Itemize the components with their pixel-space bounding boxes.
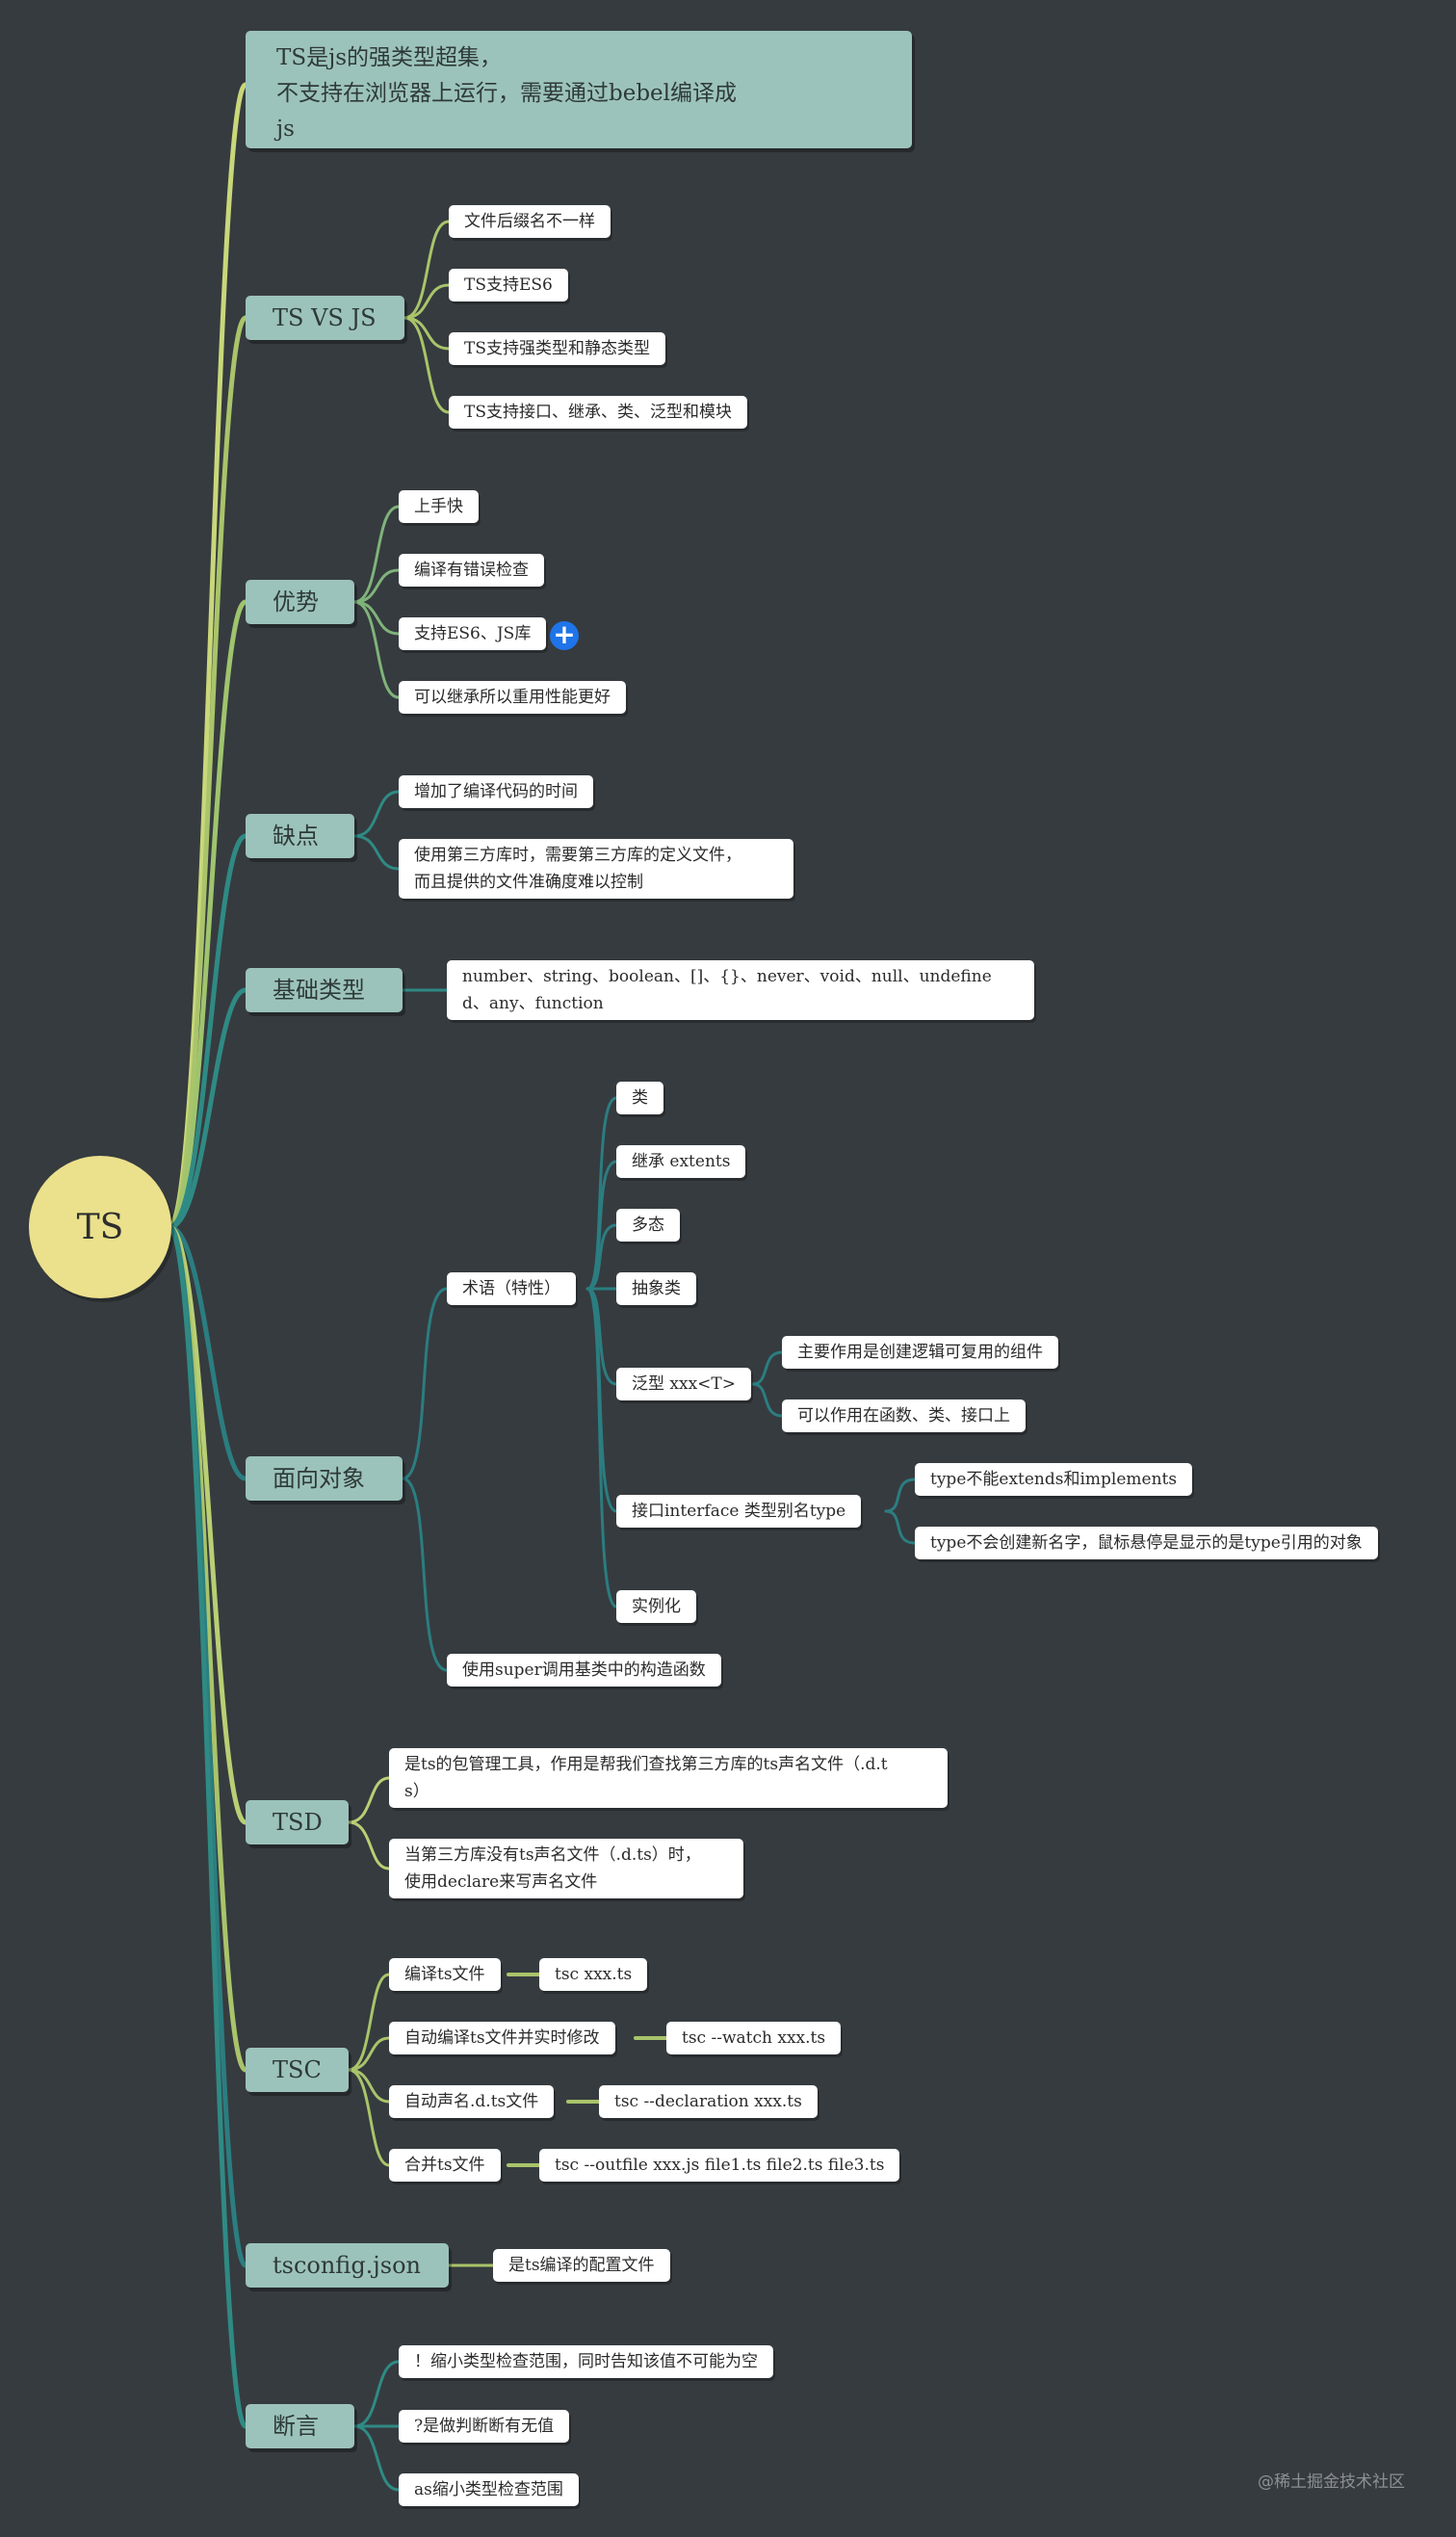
leaf-tsc-cmd[interactable]: tsc --declaration xxx.ts: [599, 2085, 818, 2118]
leaf-tsc-task[interactable]: 自动声名.d.ts文件: [389, 2085, 555, 2118]
leaf-line: 当第三方库没有ts声名文件（.d.ts）时，: [404, 1845, 701, 1865]
leaf-optional-check[interactable]: ?是做判断断有无值: [399, 2410, 570, 2443]
leaf-type-no-new-name[interactable]: type不会创建新名字，鼠标悬停是显示的是type引用的对象: [915, 1527, 1378, 1559]
topic-advantages[interactable]: 优势: [246, 580, 354, 624]
leaf-instantiation[interactable]: 实例化: [616, 1590, 696, 1623]
leaf-tsc-task[interactable]: 合并ts文件: [389, 2149, 501, 2182]
leaf-terms[interactable]: 术语（特性）: [447, 1272, 576, 1305]
leaf-line: 是ts的包管理工具，作用是帮我们查找第三方库的ts声名文件（.d.t: [404, 1755, 888, 1774]
leaf-generics[interactable]: 泛型 xxx<T>: [616, 1368, 751, 1400]
leaf-line: 而且提供的文件准确度难以控制: [414, 873, 643, 892]
leaf-line: s）: [404, 1782, 429, 1801]
leaf-tsc-cmd[interactable]: tsc --watch xxx.ts: [666, 2022, 842, 2054]
leaf-tsconfig-desc[interactable]: 是ts编译的配置文件: [493, 2249, 670, 2282]
leaf-error-check[interactable]: 编译有错误检查: [399, 554, 544, 587]
intro-line: TS是js的强类型超集，: [276, 45, 503, 70]
topic-disadvantages[interactable]: 缺点: [246, 814, 354, 858]
watermark: @稀土掘金技术社区: [1258, 2472, 1405, 2492]
leaf-tsc-cmd[interactable]: tsc --outfile xxx.js file1.ts file2.ts f…: [539, 2149, 900, 2182]
leaf-as-assertion[interactable]: as缩小类型检查范围: [399, 2473, 579, 2506]
topic-tsd[interactable]: TSD: [246, 1800, 349, 1844]
leaf-es6[interactable]: TS支持ES6: [449, 269, 568, 301]
leaf-reusability[interactable]: 可以继承所以重用性能更好: [399, 681, 626, 714]
intro-line: js: [276, 117, 295, 142]
topic-oop[interactable]: 面向对象: [246, 1456, 403, 1501]
leaf-tsc-cmd[interactable]: tsc xxx.ts: [539, 1958, 648, 1991]
topic-tsconfig[interactable]: tsconfig.json: [246, 2243, 449, 2288]
leaf-generics-scope[interactable]: 可以作用在函数、类、接口上: [782, 1399, 1026, 1432]
leaf-type-no-extends[interactable]: type不能extends和implements: [915, 1463, 1193, 1496]
leaf-super[interactable]: 使用super调用基类中的构造函数: [447, 1654, 721, 1687]
intro-topic[interactable]: TS是js的强类型超集， 不支持在浏览器上运行，需要通过bebel编译成 js: [246, 31, 912, 148]
leaf-tsc-task[interactable]: 自动编译ts文件并实时修改: [389, 2022, 615, 2054]
leaf-es6-js-lib[interactable]: 支持ES6、JS库: [399, 617, 547, 650]
leaf-tsc-task[interactable]: 编译ts文件: [389, 1958, 501, 1991]
leaf-easy-start[interactable]: 上手快: [399, 490, 479, 523]
leaf-generics-purpose[interactable]: 主要作用是创建逻辑可复用的组件: [782, 1336, 1058, 1369]
leaf-line: 使用declare来写声名文件: [404, 1872, 598, 1892]
root-label: TS: [76, 1207, 124, 1247]
topic-basic-types[interactable]: 基础类型: [246, 968, 403, 1012]
leaf-file-extension[interactable]: 文件后缀名不一样: [449, 205, 611, 238]
topic-ts-vs-js[interactable]: TS VS JS: [246, 296, 404, 340]
leaf-tsd-desc[interactable]: 是ts的包管理工具，作用是帮我们查找第三方库的ts声名文件（.d.t s）: [389, 1748, 948, 1808]
add-node-button[interactable]: +: [550, 621, 579, 650]
leaf-line: d、any、function: [462, 994, 604, 1013]
intro-line: 不支持在浏览器上运行，需要通过bebel编译成: [276, 81, 738, 106]
leaf-abstract-class[interactable]: 抽象类: [616, 1272, 696, 1305]
leaf-tsd-declare[interactable]: 当第三方库没有ts声名文件（.d.ts）时， 使用declare来写声名文件: [389, 1839, 743, 1898]
leaf-class[interactable]: 类: [616, 1082, 663, 1114]
topic-tsc[interactable]: TSC: [246, 2048, 349, 2092]
leaf-interface-type[interactable]: 接口interface 类型别名type: [616, 1495, 862, 1528]
leaf-line: 使用第三方库时，需要第三方库的定义文件，: [414, 846, 741, 865]
leaf-type-list[interactable]: number、string、boolean、[]、{}、never、void、n…: [447, 960, 1034, 1020]
leaf-non-null-assertion[interactable]: ！缩小类型检查范围，同时告知该值不可能为空: [399, 2345, 773, 2378]
root-node[interactable]: TS: [29, 1156, 171, 1298]
leaf-compile-time[interactable]: 增加了编译代码的时间: [399, 775, 593, 808]
leaf-interfaces[interactable]: TS支持接口、继承、类、泛型和模块: [449, 396, 747, 429]
topic-assertion[interactable]: 断言: [246, 2404, 354, 2448]
leaf-third-party-defs[interactable]: 使用第三方库时，需要第三方库的定义文件， 而且提供的文件准确度难以控制: [399, 839, 793, 899]
leaf-inheritance[interactable]: 继承 extents: [616, 1145, 746, 1178]
leaf-polymorphism[interactable]: 多态: [616, 1209, 680, 1242]
leaf-strong-typing[interactable]: TS支持强类型和静态类型: [449, 332, 665, 365]
leaf-line: number、string、boolean、[]、{}、never、void、n…: [462, 967, 992, 986]
